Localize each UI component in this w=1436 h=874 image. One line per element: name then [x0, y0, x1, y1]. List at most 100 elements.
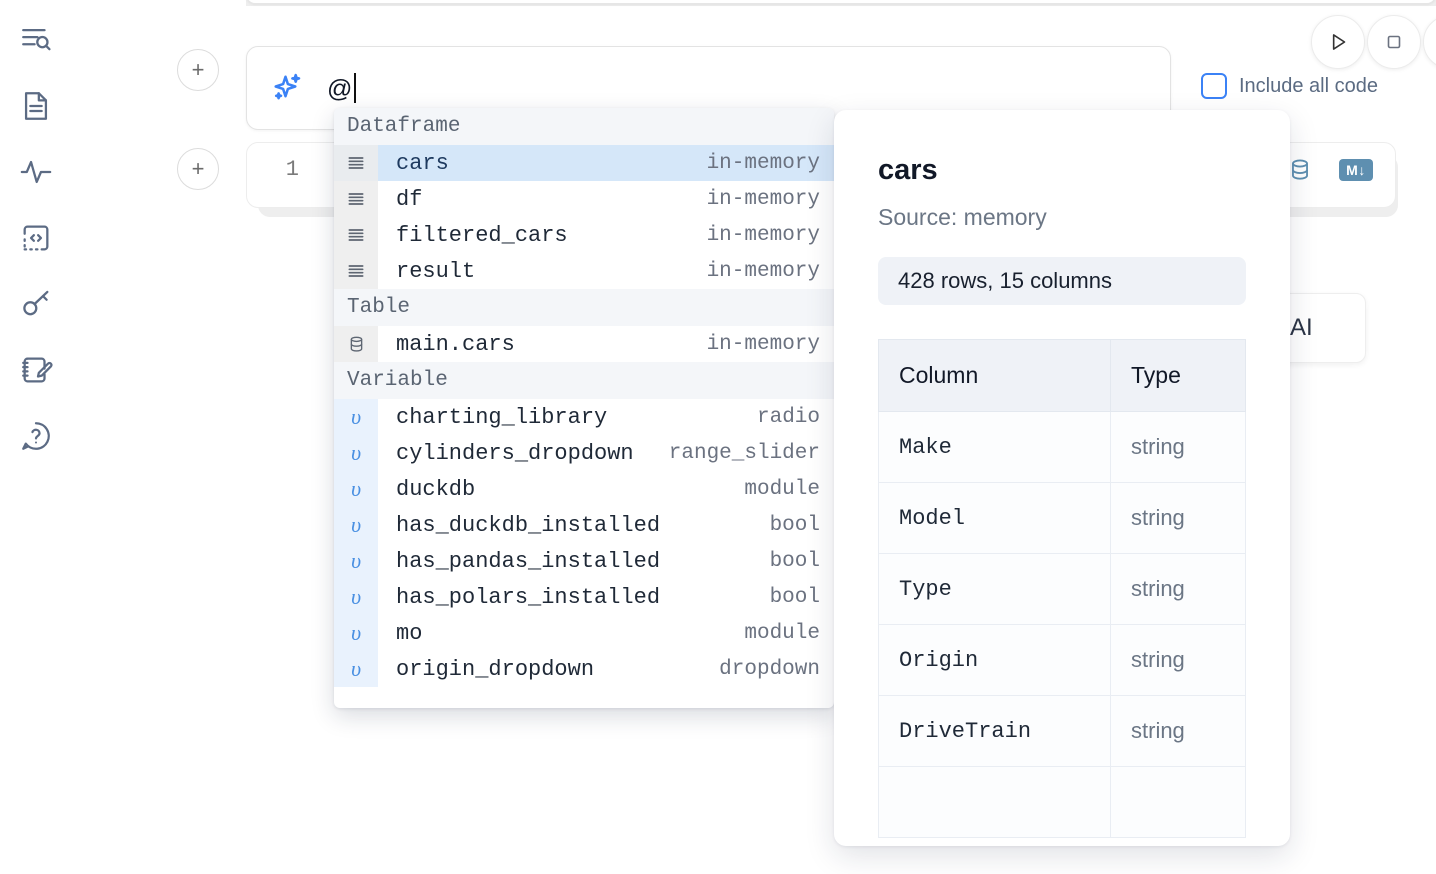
autocomplete-item[interactable]: filtered_carsin-memory — [334, 217, 834, 253]
variable-icon: υ — [334, 651, 378, 687]
autocomplete-item-meta: bool — [770, 550, 834, 573]
preview-shape-badge: 428 rows, 15 columns — [878, 257, 1246, 305]
plus-icon: + — [192, 59, 205, 81]
autocomplete-item-name: duckdb — [378, 477, 744, 502]
variable-icon: υ — [334, 507, 378, 543]
autocomplete-item-name: charting_library — [378, 405, 757, 430]
code-snippet-icon[interactable] — [14, 216, 58, 260]
autocomplete-item-meta: in-memory — [707, 224, 834, 247]
autocomplete-dropdown[interactable]: Dataframecarsin-memorydfin-memoryfiltere… — [334, 108, 834, 708]
schema-column-type: string — [1111, 696, 1246, 767]
autocomplete-item[interactable]: υhas_polars_installedbool — [334, 579, 834, 615]
plus-icon: + — [192, 158, 205, 180]
autocomplete-item[interactable]: resultin-memory — [334, 253, 834, 289]
dataframe-rows-icon — [334, 253, 378, 289]
activity-pulse-icon[interactable] — [14, 150, 58, 194]
schema-column-name — [879, 767, 1111, 838]
schema-column-type — [1111, 767, 1246, 838]
schema-column-name: Model — [879, 483, 1111, 554]
variable-icon: υ — [334, 543, 378, 579]
include-all-code-label: Include all code — [1239, 75, 1378, 98]
sidebar-rail — [0, 0, 72, 874]
document-icon[interactable] — [14, 84, 58, 128]
autocomplete-item-meta: in-memory — [707, 260, 834, 283]
explore-search-icon[interactable] — [14, 18, 58, 62]
autocomplete-item-meta: radio — [757, 406, 834, 429]
column-header-type: Type — [1111, 340, 1246, 412]
schema-column-name: DriveTrain — [879, 696, 1111, 767]
stop-button[interactable] — [1367, 15, 1421, 69]
variable-icon: υ — [334, 435, 378, 471]
table-row: Typestring — [879, 554, 1246, 625]
table-row: Modelstring — [879, 483, 1246, 554]
variable-icon: υ — [334, 615, 378, 651]
schema-column-type: string — [1111, 554, 1246, 625]
preview-schema-table: Column Type MakestringModelstringTypestr… — [878, 339, 1246, 838]
include-all-code-row[interactable]: Include all code — [1201, 73, 1378, 99]
autocomplete-item[interactable]: υorigin_dropdowndropdown — [334, 651, 834, 687]
ai-pill-label: AI — [1290, 314, 1313, 342]
schema-column-type: string — [1111, 412, 1246, 483]
autocomplete-item-name: mo — [378, 621, 744, 646]
autocomplete-item[interactable]: υhas_pandas_installedbool — [334, 543, 834, 579]
help-question-icon[interactable] — [14, 414, 58, 458]
schema-column-name: Type — [879, 554, 1111, 625]
column-header-column: Column — [879, 340, 1111, 412]
autocomplete-item[interactable]: carsin-memory — [334, 145, 834, 181]
autocomplete-item-name: filtered_cars — [378, 223, 707, 248]
autocomplete-item-name: result — [378, 259, 707, 284]
table-row: DriveTrainstring — [879, 696, 1246, 767]
autocomplete-item-meta: in-memory — [707, 188, 834, 211]
autocomplete-item-meta: bool — [770, 514, 834, 537]
autocomplete-item-meta: module — [744, 478, 834, 501]
autocomplete-item-name: origin_dropdown — [378, 657, 719, 682]
add-cell-below-button[interactable]: + — [177, 148, 219, 190]
autocomplete-item-name: cars — [378, 151, 707, 176]
dataframe-rows-icon — [334, 217, 378, 253]
database-icon[interactable] — [1287, 157, 1313, 183]
dataframe-preview-panel: cars Source: memory 428 rows, 15 columns… — [834, 110, 1290, 846]
table-header-row: Column Type — [879, 340, 1246, 412]
sparkle-icon — [269, 70, 305, 106]
schema-column-name: Origin — [879, 625, 1111, 696]
autocomplete-item-meta: in-memory — [707, 333, 834, 356]
schema-column-name: Make — [879, 412, 1111, 483]
add-cell-above-button[interactable]: + — [177, 49, 219, 91]
run-button[interactable] — [1311, 15, 1365, 69]
more-actions-button[interactable] — [1423, 15, 1436, 69]
key-icon[interactable] — [14, 282, 58, 326]
variable-icon: υ — [334, 399, 378, 435]
variable-icon: υ — [334, 579, 378, 615]
markdown-badge[interactable]: M↓ — [1339, 159, 1373, 181]
autocomplete-section-header: Variable — [334, 362, 834, 399]
dataframe-rows-icon — [334, 181, 378, 217]
scratchpad-edit-icon[interactable] — [14, 348, 58, 392]
schema-column-type: string — [1111, 483, 1246, 554]
autocomplete-item[interactable]: υmomodule — [334, 615, 834, 651]
autocomplete-item[interactable]: υduckdbmodule — [334, 471, 834, 507]
table-row: Originstring — [879, 625, 1246, 696]
autocomplete-item-name: main.cars — [378, 332, 707, 357]
preview-source: Source: memory — [878, 204, 1246, 231]
line-number: 1 — [269, 157, 299, 182]
variable-icon: υ — [334, 471, 378, 507]
autocomplete-item-meta: module — [744, 622, 834, 645]
autocomplete-item-meta: dropdown — [719, 658, 834, 681]
schema-column-type: string — [1111, 625, 1246, 696]
autocomplete-section-header: Dataframe — [334, 108, 834, 145]
autocomplete-item[interactable]: υcylinders_dropdownrange_slider — [334, 435, 834, 471]
include-all-code-checkbox[interactable] — [1201, 73, 1227, 99]
autocomplete-item-meta: in-memory — [707, 152, 834, 175]
autocomplete-item-meta: range_slider — [669, 442, 834, 465]
text-caret — [354, 73, 356, 103]
table-row — [879, 767, 1246, 838]
autocomplete-item-name: df — [378, 187, 707, 212]
autocomplete-item[interactable]: υcharting_libraryradio — [334, 399, 834, 435]
autocomplete-item[interactable]: υhas_duckdb_installedbool — [334, 507, 834, 543]
autocomplete-section-header: Table — [334, 289, 834, 326]
autocomplete-item-name: has_polars_installed — [378, 585, 770, 610]
autocomplete-item[interactable]: main.carsin-memory — [334, 326, 834, 362]
autocomplete-item[interactable]: dfin-memory — [334, 181, 834, 217]
autocomplete-item-meta: bool — [770, 586, 834, 609]
